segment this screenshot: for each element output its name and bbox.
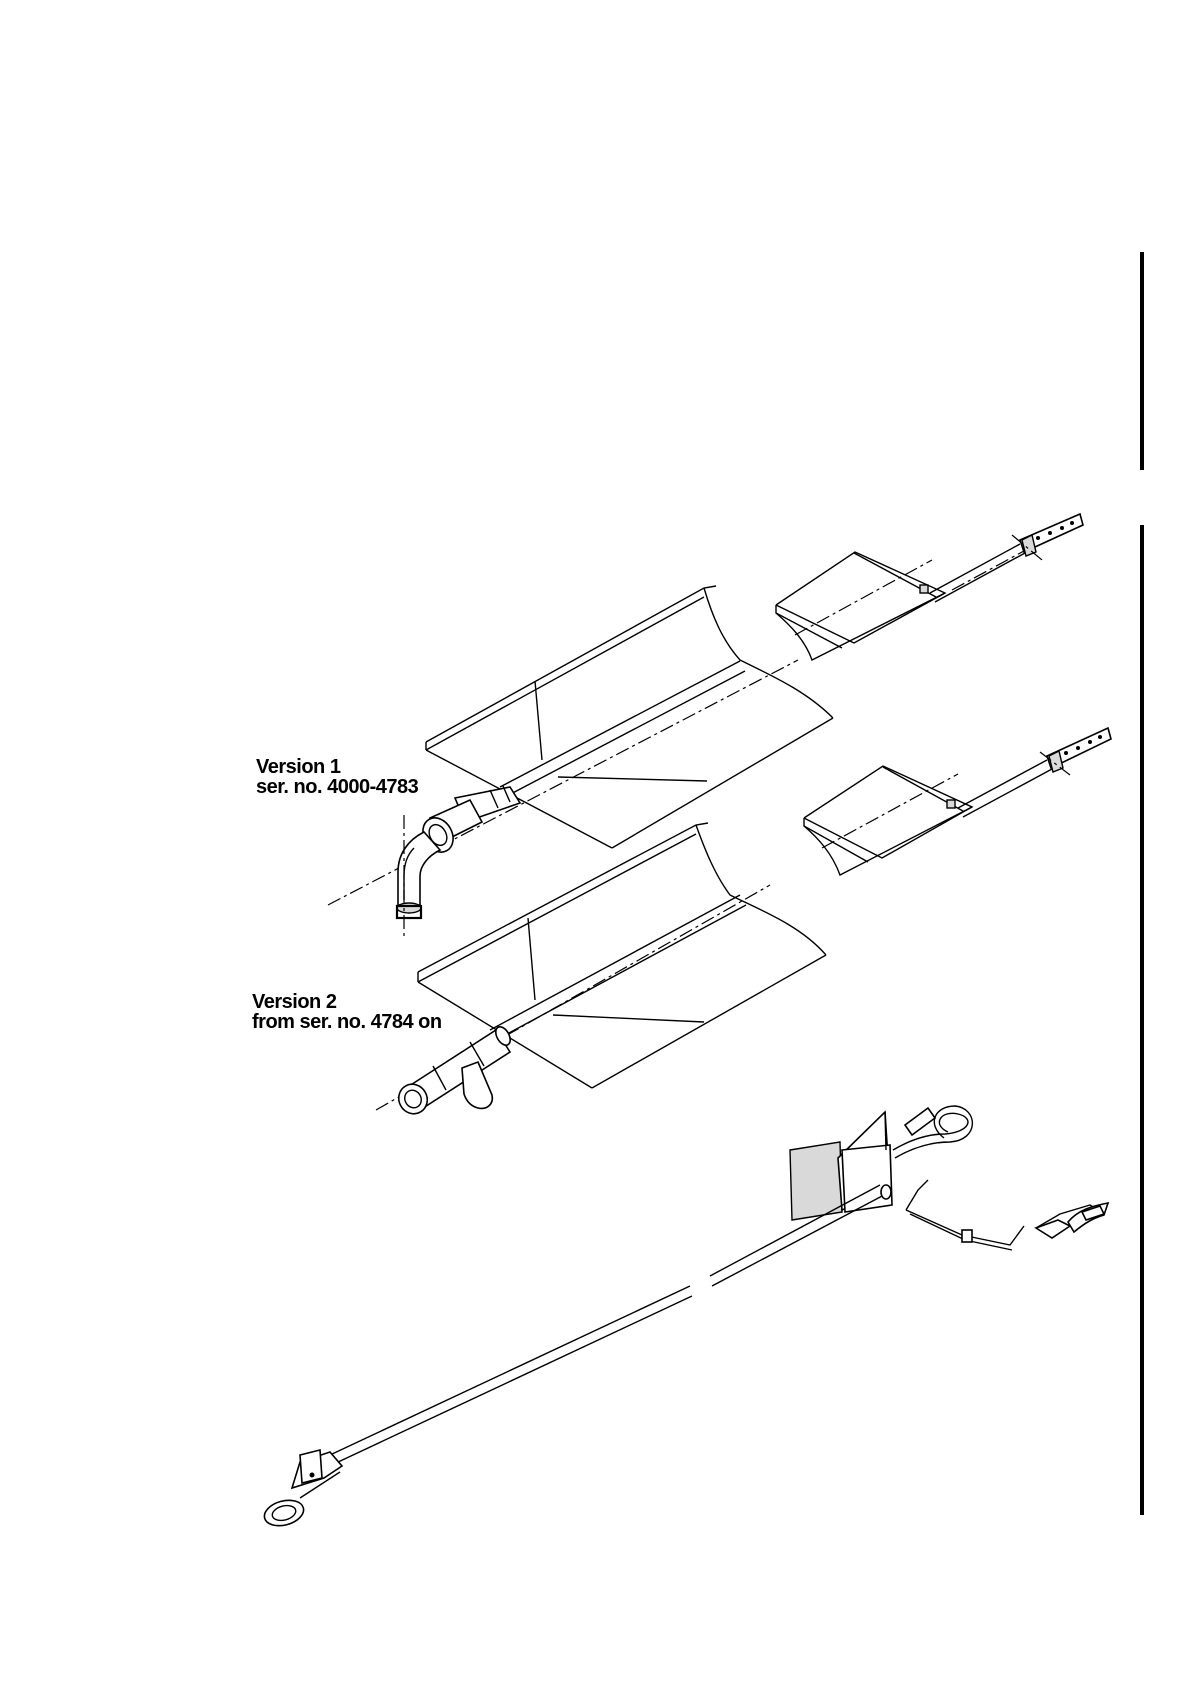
version2-label: Version 2 from ser. no. 4784 on xyxy=(252,992,442,1032)
version1-strap xyxy=(1012,514,1083,560)
version1-title: Version 1 xyxy=(256,757,418,777)
version2-serial: from ser. no. 4784 on xyxy=(252,1012,442,1032)
rod-eyelet xyxy=(262,1450,342,1530)
version2-assembly xyxy=(376,728,1111,1119)
version1-serial: ser. no. 4000-4783 xyxy=(256,777,418,797)
mounting-plate xyxy=(790,1112,892,1220)
spring-clip xyxy=(893,1106,972,1158)
long-rod xyxy=(330,1185,891,1463)
wire-linkage xyxy=(906,1180,1108,1250)
version2-title: Version 2 xyxy=(252,992,442,1012)
version2-end-plate xyxy=(804,760,1052,875)
version1-label: Version 1 ser. no. 4000-4783 xyxy=(256,757,418,797)
version2-pipe xyxy=(393,1024,513,1119)
version2-strap xyxy=(1040,728,1111,775)
version1-end-plate xyxy=(776,544,1035,660)
rod-assembly xyxy=(262,1106,1108,1530)
version1-assembly xyxy=(328,514,1083,940)
